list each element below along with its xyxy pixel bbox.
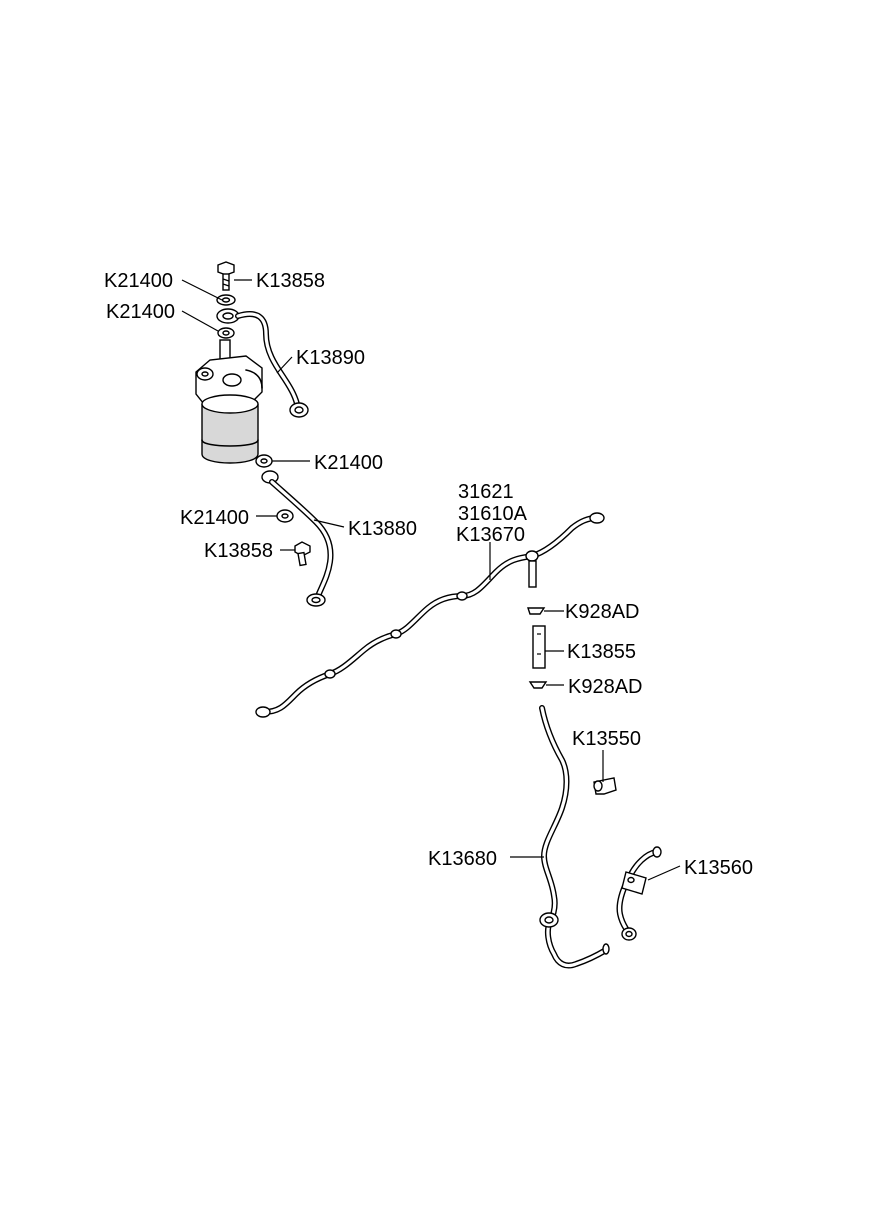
label-k13858-lower: K13858 [204,540,273,562]
hose-k13855 [532,625,546,669]
label-31621: 31621 [458,481,514,503]
hose-k13880 [261,470,334,607]
label-k21400-second: K21400 [106,301,175,323]
label-k928ad-bottom: K928AD [568,676,643,698]
fuel-filter-assembly [195,261,334,607]
label-k13680: K13680 [428,848,497,870]
washer-k21400-lower [276,509,294,523]
label-k21400-lower: K21400 [180,507,249,529]
label-k21400-top: K21400 [104,270,173,292]
clamp-k928ad-top [527,607,546,615]
banjo-fitting-top [216,308,240,324]
label-k13560: K13560 [684,857,753,879]
leader-lines [181,279,681,881]
hose-k13890 [235,311,309,418]
filter-canister [201,394,259,464]
label-k13880: K13880 [348,518,417,540]
bolt-k13858-lower [294,541,311,567]
label-k13855: K13855 [567,641,636,663]
washer-k21400-second [217,327,235,339]
fuel-line-k13670 [255,512,605,718]
part-labels: K21400 K13858 K21400 K13890 K21400 K2140… [104,270,753,879]
bracket-k13550 [593,777,617,795]
label-31610a: 31610A [458,503,528,525]
label-k13890: K13890 [296,347,365,369]
label-k928ad-top: K928AD [565,601,640,623]
label-k21400-mid: K21400 [314,452,383,474]
clamp-k928ad-bottom [528,681,548,689]
washer-k21400-mid [255,454,273,468]
label-k13670: K13670 [456,524,525,546]
label-k13858-top: K13858 [256,270,325,292]
fuel-line-k13680 [539,705,610,969]
label-k13550: K13550 [572,728,641,750]
washer-k21400-top [216,294,236,306]
bolt-k13858-top [217,261,235,291]
hose-k13560 [616,846,662,941]
